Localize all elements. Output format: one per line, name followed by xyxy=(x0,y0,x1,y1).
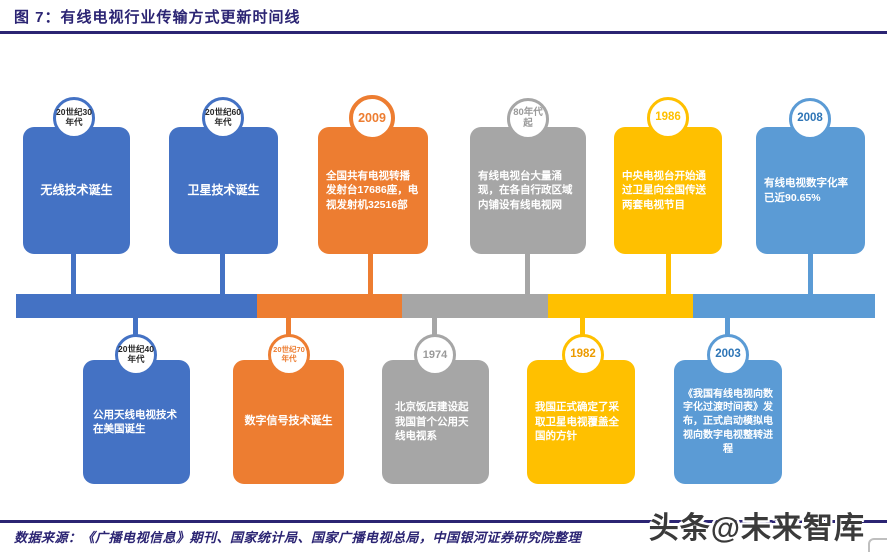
event-box: 公用天线电视技术在美国诞生 xyxy=(83,360,190,484)
event-box: 数字信号技术诞生 xyxy=(233,360,344,484)
connector-stem xyxy=(525,250,530,296)
event-text: 全国共有电视转播发射台17686座，电视发射机32516部 xyxy=(326,169,419,211)
figure-title: 图 7：有线电视行业传输方式更新时间线 xyxy=(14,9,301,26)
year-label: 80年代起 xyxy=(513,107,543,129)
year-badge: 1974 xyxy=(414,334,456,376)
connector-stem xyxy=(368,250,373,296)
connector-stem xyxy=(666,250,671,296)
event-box: 全国共有电视转播发射台17686座，电视发射机32516部 xyxy=(318,127,428,254)
event-text: 北京饭店建设起我国首个公用天线电视系 xyxy=(395,401,469,443)
event-text: 数字信号技术诞生 xyxy=(244,415,333,428)
event-box: 我国正式确定了采取卫星电视覆盖全国的方针 xyxy=(527,360,635,484)
timeline-segment-blue xyxy=(16,294,257,318)
event-box: 《我国有线电视向数字化过渡时间表》发布，正式启动模拟电视向数字电视整转进程 xyxy=(674,360,782,484)
event-text: 无线技术诞生 xyxy=(40,183,113,198)
timeline-segment-orange xyxy=(257,294,402,318)
event-box: 中央电视台开始通过卫星向全国传送两套电视节目 xyxy=(614,127,722,254)
event-text: 中央电视台开始通过卫星向全国传送两套电视节目 xyxy=(622,169,706,211)
event-box: 有线电视数字化率已近90.65% xyxy=(756,127,865,254)
event-box: 卫星技术诞生 xyxy=(169,127,278,254)
connector-stem xyxy=(220,250,225,296)
connector-stem xyxy=(133,316,138,342)
year-label: 2008 xyxy=(797,112,823,125)
data-source-note: 数据来源：《广播电视信息》期刊、国家统计局、国家广播电视总局，中国银河证券研究院… xyxy=(14,530,582,545)
connector-stem xyxy=(71,250,76,296)
title-divider xyxy=(0,31,887,34)
era-badge: 20世纪70年代 xyxy=(268,334,310,376)
connector-stem xyxy=(725,316,730,342)
watermark: 头条@未来智库 xyxy=(648,512,865,545)
era-label: 20世纪30年代 xyxy=(56,107,92,127)
event-text: 《我国有线电视向数字化过渡时间表》发布，正式启动模拟电视向数字电视整转进程 xyxy=(683,388,773,455)
timeline-segment-lightblue xyxy=(693,294,875,318)
era-badge: 20世纪40年代 xyxy=(115,334,157,376)
year-badge: 80年代起 xyxy=(507,98,549,140)
footer-divider xyxy=(0,520,887,523)
year-badge: 1982 xyxy=(562,334,604,376)
connector-stem xyxy=(432,316,437,342)
era-label: 20世纪40年代 xyxy=(118,344,154,364)
event-text: 卫星技术诞生 xyxy=(187,183,260,198)
era-label: 20世纪60年代 xyxy=(205,107,241,127)
event-box: 有线电视台大量涌现，在各自行政区域内铺设有线电视网 xyxy=(470,127,586,254)
year-label: 2009 xyxy=(358,110,386,125)
event-text: 有线电视台大量涌现，在各自行政区域内铺设有线电视网 xyxy=(478,169,573,211)
year-badge: 2008 xyxy=(789,98,831,140)
connector-stem xyxy=(580,316,585,342)
year-badge: 2009 xyxy=(349,95,395,141)
era-badge: 20世纪30年代 xyxy=(53,97,95,139)
event-text: 公用天线电视技术在美国诞生 xyxy=(93,408,177,435)
year-label: 1982 xyxy=(570,348,596,361)
year-label: 2003 xyxy=(715,348,741,361)
year-badge: 2003 xyxy=(707,334,749,376)
era-badge: 20世纪60年代 xyxy=(202,97,244,139)
year-label: 1986 xyxy=(655,111,681,124)
connector-stem xyxy=(286,316,291,342)
year-label: 1974 xyxy=(422,348,448,361)
event-box: 无线技术诞生 xyxy=(23,127,130,254)
timeline-segment-gray xyxy=(402,294,548,318)
event-text: 我国正式确定了采取卫星电视覆盖全国的方针 xyxy=(535,401,619,443)
era-label: 20世纪70年代 xyxy=(273,345,305,363)
event-box: 北京饭店建设起我国首个公用天线电视系 xyxy=(382,360,489,484)
connector-stem xyxy=(808,250,813,296)
year-badge: 1986 xyxy=(647,97,689,139)
timeline-segment-yellow xyxy=(548,294,693,318)
corner-chip xyxy=(868,538,887,552)
event-text: 有线电视数字化率已近90.65% xyxy=(764,177,848,204)
